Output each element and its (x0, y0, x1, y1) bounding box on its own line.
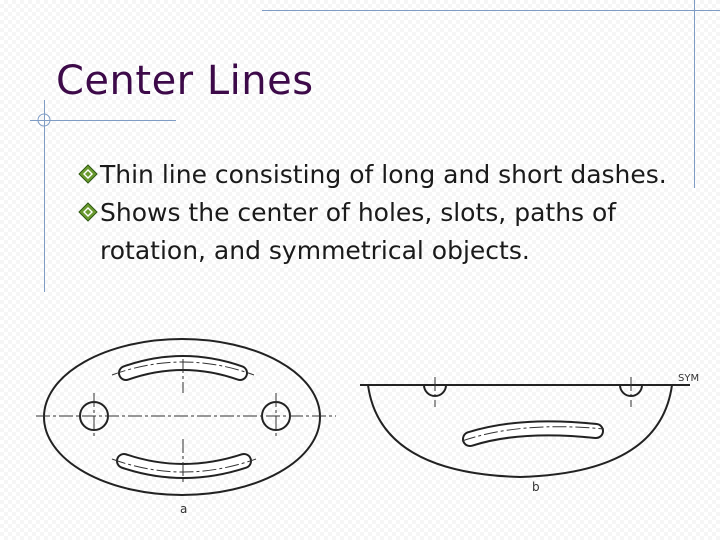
drawing-b (360, 384, 690, 479)
right-vertical-line (694, 0, 695, 188)
label-b: b (532, 480, 540, 494)
label-sym: SYM (678, 373, 699, 384)
bullet-item: Thin line consisting of long and short d… (78, 156, 678, 194)
crosshair-circle-icon (37, 113, 51, 127)
slide-title: Center Lines (56, 58, 314, 104)
left-vertical-line (44, 100, 45, 292)
bullet-item: Shows the center of holes, slots, paths … (78, 194, 678, 270)
bullet-list: Thin line consisting of long and short d… (78, 156, 678, 270)
drawing-a-centerlines (36, 359, 336, 483)
diamond-bullet-icon (78, 164, 98, 184)
ellipse-outline (43, 338, 321, 496)
title-underline (30, 120, 176, 121)
bullet-text: Thin line consisting of long and short d… (100, 160, 667, 189)
bullet-text: Shows the center of holes, slots, paths … (100, 198, 617, 265)
top-horizontal-line (262, 10, 720, 11)
drawing-b-centerlines (434, 377, 632, 442)
diamond-bullet-icon (78, 202, 98, 222)
center-lines-drawing: a SYM b (36, 338, 699, 516)
label-a: a (180, 502, 187, 516)
half-ellipse-outline (367, 384, 673, 479)
